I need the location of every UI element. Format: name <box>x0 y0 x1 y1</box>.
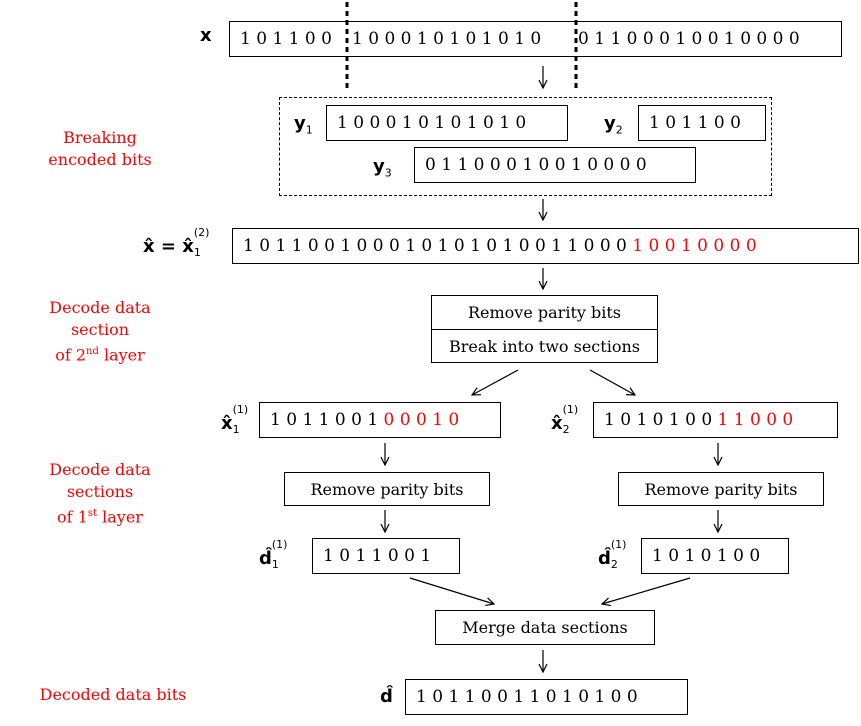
xhat-sup: (2) <box>193 226 210 239</box>
split-region <box>279 97 772 196</box>
arrow-dhat1-to-merge <box>409 577 494 604</box>
dhat2-sup: (1) <box>610 538 627 551</box>
xhat-sub: 1 <box>193 246 201 259</box>
label-decoded-data-bits: Decoded data bits <box>39 685 187 704</box>
merge-label: Merge data sections <box>462 618 628 637</box>
xhat1-bit-box: 1 0 1 1 0 0 1 0 0 0 1 0 <box>259 402 501 438</box>
xhat2-sub: 2 <box>562 423 570 436</box>
arrow-dhat2-to-merge <box>602 577 691 604</box>
remove-parity-left: Remove parity bits <box>310 479 464 499</box>
xhat2-bits-black: 1 0 1 0 1 0 0 <box>604 410 718 430</box>
y2-sym: y <box>604 113 616 134</box>
remove-parity-step: Remove parity bits <box>432 296 657 330</box>
x-bits-seg2: 1 0 0 0 1 0 1 0 1 0 1 0 <box>352 29 542 49</box>
dhat1-sup: (1) <box>271 538 288 551</box>
remove-parity-right: Remove parity bits <box>644 479 798 499</box>
xhat1-bits: 1 0 1 1 0 0 1 0 0 0 1 0 <box>270 410 459 430</box>
dhat1-sub: 1 <box>271 558 279 571</box>
xhat1-bits-black: 1 0 1 1 0 0 1 <box>270 410 384 430</box>
dhat2-sym: d̂ <box>598 548 611 569</box>
dhat1-symbol: d̂(1) 1 <box>259 538 294 571</box>
dhat-bits: 1 0 1 1 0 0 1 1 0 1 0 1 0 0 <box>416 687 638 707</box>
y1-bit-box: 1 0 0 0 1 0 1 0 1 0 1 0 <box>326 105 568 141</box>
xhat2-sym: x̂ <box>551 413 563 434</box>
xhat2-symbol: x̂(1) 2 <box>551 403 585 436</box>
y3-sym: y <box>373 156 385 177</box>
x-bits-seg3: 0 1 1 0 0 0 1 0 0 1 0 0 0 0 <box>578 29 800 49</box>
y1-bits: 1 0 0 0 1 0 1 0 1 0 1 0 <box>337 113 527 133</box>
label-decode2-line3-a: of 2 <box>55 345 87 365</box>
x-bit-box: 1 0 1 1 0 0 1 0 0 0 1 0 1 0 1 0 1 0 0 1 … <box>229 21 842 57</box>
label-decode-second-layer: Decode data section of 2nd layer <box>30 297 170 366</box>
y2-bits: 1 0 1 1 0 0 <box>649 113 741 133</box>
xhat-bit-box: 1 0 1 1 0 0 1 0 0 0 1 0 1 0 1 0 1 0 0 1 … <box>232 228 859 264</box>
xhat2-bits-red: 1 1 0 0 0 <box>717 410 794 430</box>
label-breaking-encoded-bits: Breaking encoded bits <box>30 127 170 171</box>
dhat-bit-box: 1 0 1 1 0 0 1 1 0 1 0 1 0 0 <box>405 679 688 715</box>
remove-parity-left-box: Remove parity bits <box>284 472 490 506</box>
xhat-bits: 1 0 1 1 0 0 1 0 0 0 1 0 1 0 1 0 1 0 0 1 … <box>243 236 757 256</box>
dhat2-symbol: d̂(1) 2 <box>598 538 633 571</box>
xhat1-sub: 1 <box>232 423 240 436</box>
x-symbol: x <box>200 25 212 46</box>
parity-break-box: Remove parity bits Break into two sectio… <box>431 295 658 363</box>
dhat1-bits: 1 0 1 1 0 0 1 <box>323 546 432 566</box>
y3-bit-box: 0 1 1 0 0 0 1 0 0 1 0 0 0 0 <box>414 147 696 183</box>
xhat2-sup: (1) <box>562 403 579 416</box>
xhat1-bits-red: 0 0 0 1 0 <box>383 410 460 430</box>
y1-symbol: y1 <box>294 113 313 137</box>
dhat1-sym: d̂ <box>259 548 272 569</box>
xhat1-symbol: x̂(1) 1 <box>221 403 255 436</box>
xhat-bits-red: 1 0 0 1 0 0 0 0 <box>632 236 757 256</box>
y3-symbol: y3 <box>373 156 392 180</box>
dhat2-sub: 2 <box>610 558 618 571</box>
xhat-lhs: x̂ = x̂ <box>143 236 194 257</box>
label-decode1-sup: st <box>87 508 98 519</box>
label-decode1-line2: sections <box>66 482 134 501</box>
arrow-box-to-xhat2 <box>589 369 635 395</box>
dhat2-bits: 1 0 1 0 1 0 0 <box>652 546 761 566</box>
y2-sub: 2 <box>615 123 623 137</box>
xhat1-sup: (1) <box>232 403 249 416</box>
y1-sub: 1 <box>305 123 313 137</box>
remove-parity-right-box: Remove parity bits <box>618 472 824 506</box>
label-decode1-line1: Decode data <box>49 460 151 479</box>
y3-sub: 3 <box>384 166 392 180</box>
label-decode1-line3: of 1st layer <box>30 503 170 528</box>
y1-sym: y <box>294 113 306 134</box>
dhat-symbol: d̂ <box>380 686 393 707</box>
y2-bit-box: 1 0 1 1 0 0 <box>638 105 766 141</box>
label-decode2-line3-b: layer <box>98 345 145 365</box>
merge-box: Merge data sections <box>435 610 655 645</box>
label-breaking-line1: Breaking <box>63 128 137 147</box>
xhat-bits-black: 1 0 1 1 0 0 1 0 0 0 1 0 1 0 1 0 1 0 0 1 … <box>243 236 633 256</box>
label-breaking-line2: encoded bits <box>48 150 152 169</box>
x-bits-seg1: 1 0 1 1 0 0 <box>240 29 332 49</box>
label-decode1-line3-b: layer <box>97 507 143 527</box>
label-decode2-line1: Decode data <box>49 298 151 317</box>
label-decode2-line3: of 2nd layer <box>30 341 170 366</box>
label-decode2-line2: section <box>70 320 130 339</box>
label-decode-first-layer: Decode data sections of 1st layer <box>30 459 170 528</box>
xhat1-sym: x̂ <box>221 413 233 434</box>
dhat1-bit-box: 1 0 1 1 0 0 1 <box>312 538 460 574</box>
y3-bits: 0 1 1 0 0 0 1 0 0 1 0 0 0 0 <box>425 155 647 175</box>
xhat-equation: x̂ = x̂(2) 1 <box>143 226 216 259</box>
arrow-box-to-xhat1 <box>472 369 519 395</box>
xhat2-bits: 1 0 1 0 1 0 0 1 1 0 0 0 <box>604 410 793 430</box>
label-decode2-sup: nd <box>86 346 99 357</box>
xhat2-bit-box: 1 0 1 0 1 0 0 1 1 0 0 0 <box>593 402 838 438</box>
label-decode1-line3-a: of 1 <box>57 507 88 527</box>
y2-symbol: y2 <box>604 113 623 137</box>
dhat2-bit-box: 1 0 1 0 1 0 0 <box>641 538 789 574</box>
break-two-step: Break into two sections <box>449 336 640 356</box>
